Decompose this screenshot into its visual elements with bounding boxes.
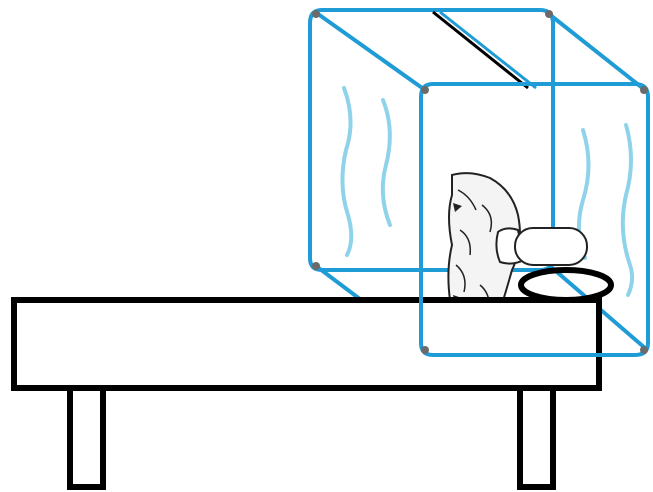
device-shading bbox=[455, 189, 493, 313]
enclosure-top-left-depth-edge bbox=[316, 12, 427, 92]
enclosure-top-diagonal-edge bbox=[432, 10, 529, 90]
reflection-streak bbox=[380, 98, 392, 227]
table-leg-right bbox=[517, 385, 556, 490]
enclosure-corner bbox=[421, 86, 429, 94]
ring-icon bbox=[518, 267, 614, 303]
enclosure-top-right-depth-edge bbox=[547, 12, 647, 92]
reflection-streak bbox=[620, 123, 635, 297]
device-tip bbox=[514, 227, 588, 266]
table-leg-left bbox=[67, 385, 106, 490]
enclosure-top-middle-edge bbox=[439, 10, 537, 90]
reflection-streak bbox=[340, 86, 354, 257]
enclosure-corner bbox=[640, 346, 648, 354]
enclosure-corner bbox=[640, 86, 648, 94]
enclosure-corner bbox=[312, 10, 320, 18]
table-top bbox=[11, 297, 602, 391]
enclosure-corner bbox=[545, 10, 553, 18]
enclosure-front-face bbox=[312, 10, 650, 357]
enclosure-corner bbox=[421, 346, 429, 354]
device-arrow-mark bbox=[453, 203, 462, 212]
handheld-device-icon bbox=[447, 172, 588, 327]
enclosure-corner bbox=[312, 262, 320, 270]
